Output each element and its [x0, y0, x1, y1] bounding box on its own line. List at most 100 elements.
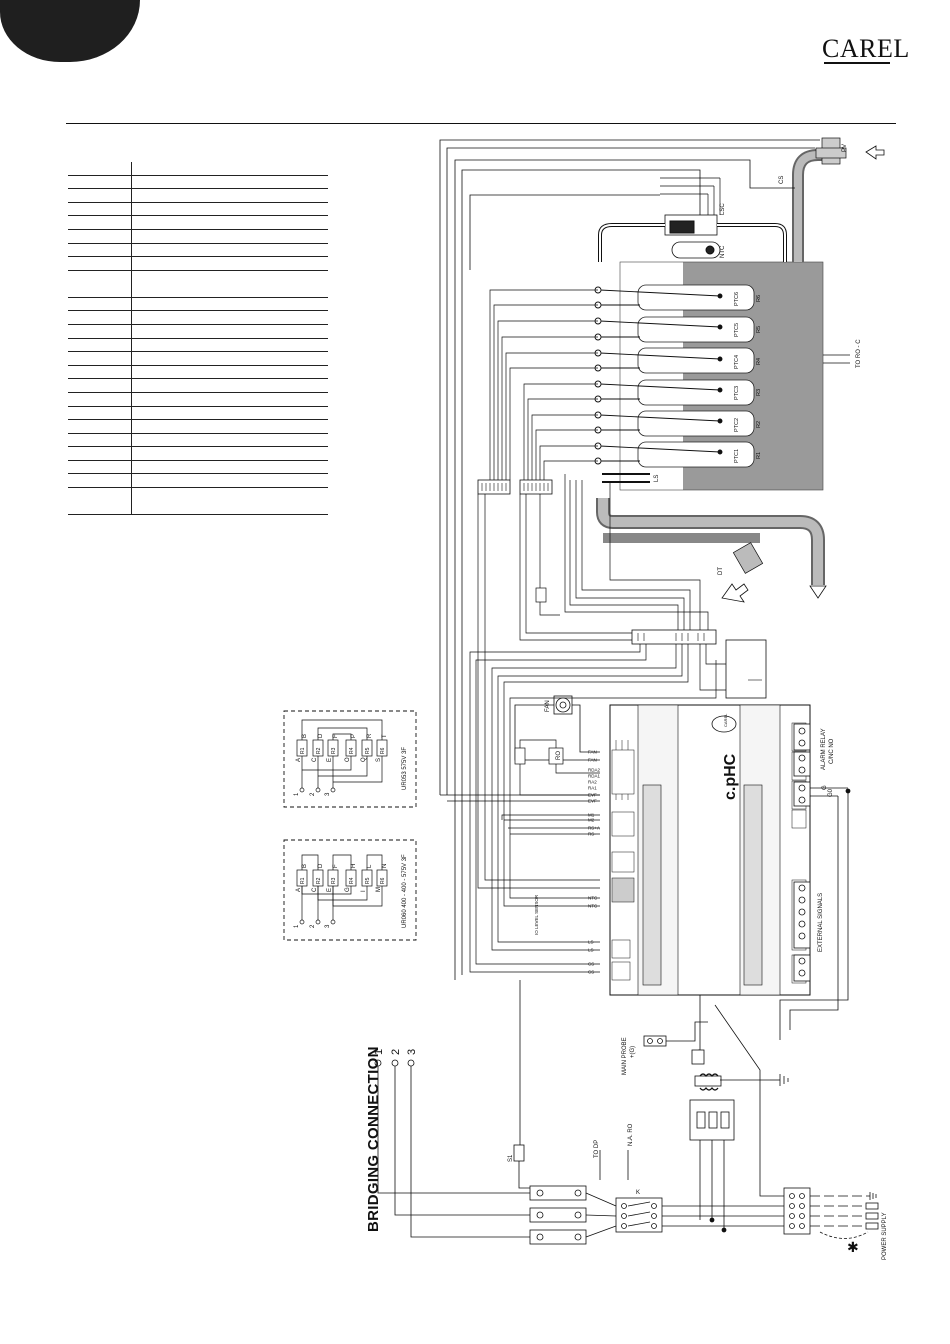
lower-wires — [513, 980, 789, 1233]
label-to-ro-c: TO RO - C — [856, 339, 862, 368]
ur060-letter: C — [312, 887, 318, 892]
label-g0: G0 — [828, 788, 834, 797]
steam-pipe-top — [792, 137, 885, 262]
ur060-letter: L — [367, 864, 373, 868]
label-main-probe-sub: +(G) — [630, 1046, 636, 1058]
legend-row — [68, 271, 328, 298]
ur053-resistor-label: R6 — [380, 747, 386, 754]
legend-row — [68, 366, 328, 380]
legend-row — [68, 257, 328, 271]
ur060-letter: F — [333, 864, 339, 868]
relay-to-controller-wires — [469, 644, 726, 973]
controller-terminal-label: EVF — [588, 793, 597, 798]
heater-ptc-label: PTC6 — [734, 292, 740, 306]
legend-row — [68, 298, 328, 312]
label-cs: CS — [779, 176, 785, 184]
heater-r-label: R3 — [756, 389, 762, 396]
heater-ptc-label: PTC5 — [734, 323, 740, 337]
controller-board — [609, 704, 811, 996]
legend-row — [68, 230, 328, 244]
label-na-ro: N.A. RO — [628, 1123, 634, 1146]
ur053-letter: F — [333, 734, 339, 738]
legend-row — [68, 352, 328, 366]
bridge-blocks — [529, 1185, 785, 1245]
level-sensor — [602, 473, 650, 483]
label-k: K — [636, 1190, 640, 1196]
heater-ptc-label: PTC1 — [734, 449, 740, 463]
controller-terminal-label: EVF — [588, 799, 597, 804]
label-ur053: UR053 575V 3F — [402, 747, 408, 790]
heater-bundle-wires — [489, 289, 598, 480]
frame-wires — [439, 139, 820, 980]
controller-terminal-label: LS — [588, 940, 594, 945]
logo-underline — [824, 62, 890, 64]
label-io-level: IO LEVEL SENSOR — [534, 894, 539, 935]
legend-row — [68, 203, 328, 217]
heater-wires — [594, 286, 723, 465]
ur053-bridge-number: 1 — [294, 792, 300, 796]
legend-row — [68, 434, 328, 448]
legend-row — [68, 474, 328, 489]
cylinder-outline — [619, 261, 824, 491]
controller-terminal-wires — [440, 794, 600, 835]
bridge-terminal-number: 3 — [406, 1049, 418, 1055]
bridge-terminal-number: 1 — [373, 1049, 385, 1055]
bridge-terminal-number: 2 — [390, 1049, 402, 1055]
controller-brand-label: CAREL — [723, 713, 728, 727]
ur060-letter: A — [296, 888, 302, 892]
heater-r-label: R5 — [756, 326, 762, 333]
legend-row — [68, 461, 328, 475]
controller-terminal-label: FAN — [588, 750, 597, 755]
ur053-resistor-label: R1 — [300, 747, 306, 754]
ur053-letter: B — [302, 734, 308, 738]
controller-terminal-label: LS — [588, 948, 594, 953]
heater-r-label: R4 — [756, 358, 762, 365]
controller-terminal-label: NTC — [588, 896, 598, 901]
ur060-resistor-label: R3 — [331, 877, 337, 884]
label-g: G — [822, 785, 828, 790]
label-to-dp: TO DP — [594, 1140, 600, 1158]
ur060-letter: E — [327, 888, 333, 892]
label-main-probe: MAIN PROBE — [622, 1037, 628, 1075]
star-icon: ✱ — [847, 1239, 859, 1255]
ur053-bridge-number: 3 — [325, 792, 331, 796]
controller-terminal-label: FAN — [588, 758, 597, 763]
label-ro: RO — [556, 751, 562, 760]
right-terminal-blocks — [793, 723, 811, 982]
ur060-bridge-number: 1 — [294, 924, 300, 928]
header-divider — [66, 123, 896, 124]
ur053-letter: Q — [361, 757, 367, 762]
ur060-resistor-label: R2 — [316, 877, 322, 884]
to-ro-c-lines — [823, 354, 850, 364]
legend-row — [68, 216, 328, 230]
controller-model-label: c.pHC — [722, 753, 739, 800]
drain-pipe — [596, 498, 827, 603]
label-ntc: NTC — [720, 245, 726, 258]
ur053-letter: D — [318, 733, 324, 738]
ur053-bridge-number: 2 — [310, 792, 316, 796]
legend-row — [68, 447, 328, 461]
heater-elements — [637, 284, 755, 468]
controller-terminal-label: RDA2 — [588, 768, 601, 773]
legend-row — [68, 162, 328, 176]
ur060-scheme — [283, 839, 417, 941]
label-ur060: UR060 400 - 400 - 575V 3F — [402, 854, 408, 928]
ur060-resistor-label: R4 — [349, 877, 355, 884]
legend-table — [68, 162, 328, 516]
legend-row — [68, 244, 328, 258]
ur060-letter: M — [376, 887, 382, 892]
legend-row — [68, 189, 328, 203]
legend-row — [68, 311, 328, 325]
label-fan: FAN — [545, 700, 551, 712]
label-external-signals: EXTERNAL SIGNALS — [818, 893, 824, 952]
ur053-letter: E — [327, 758, 333, 762]
diagram-labels: PV CS LSC NTC LS TO RO - C DT FAN RO IO … — [402, 144, 888, 1260]
controller-terminal-label: RA2 — [588, 780, 597, 785]
controller-terminal-labels: FANFANRDA2RDA1RA2RA1EVFEVFM1M2RS+ARS-NTC… — [588, 750, 601, 975]
controller-terminal-label: CS — [588, 962, 594, 967]
ur060-bridge-number: 3 — [325, 924, 331, 928]
scheme-labels: ABCDEFOPQRSTABCDEFGHILMNR1R1R2R2R3R3R4R4… — [294, 733, 388, 928]
ur053-resistor-label: R5 — [365, 747, 371, 754]
legend-row — [68, 379, 328, 393]
